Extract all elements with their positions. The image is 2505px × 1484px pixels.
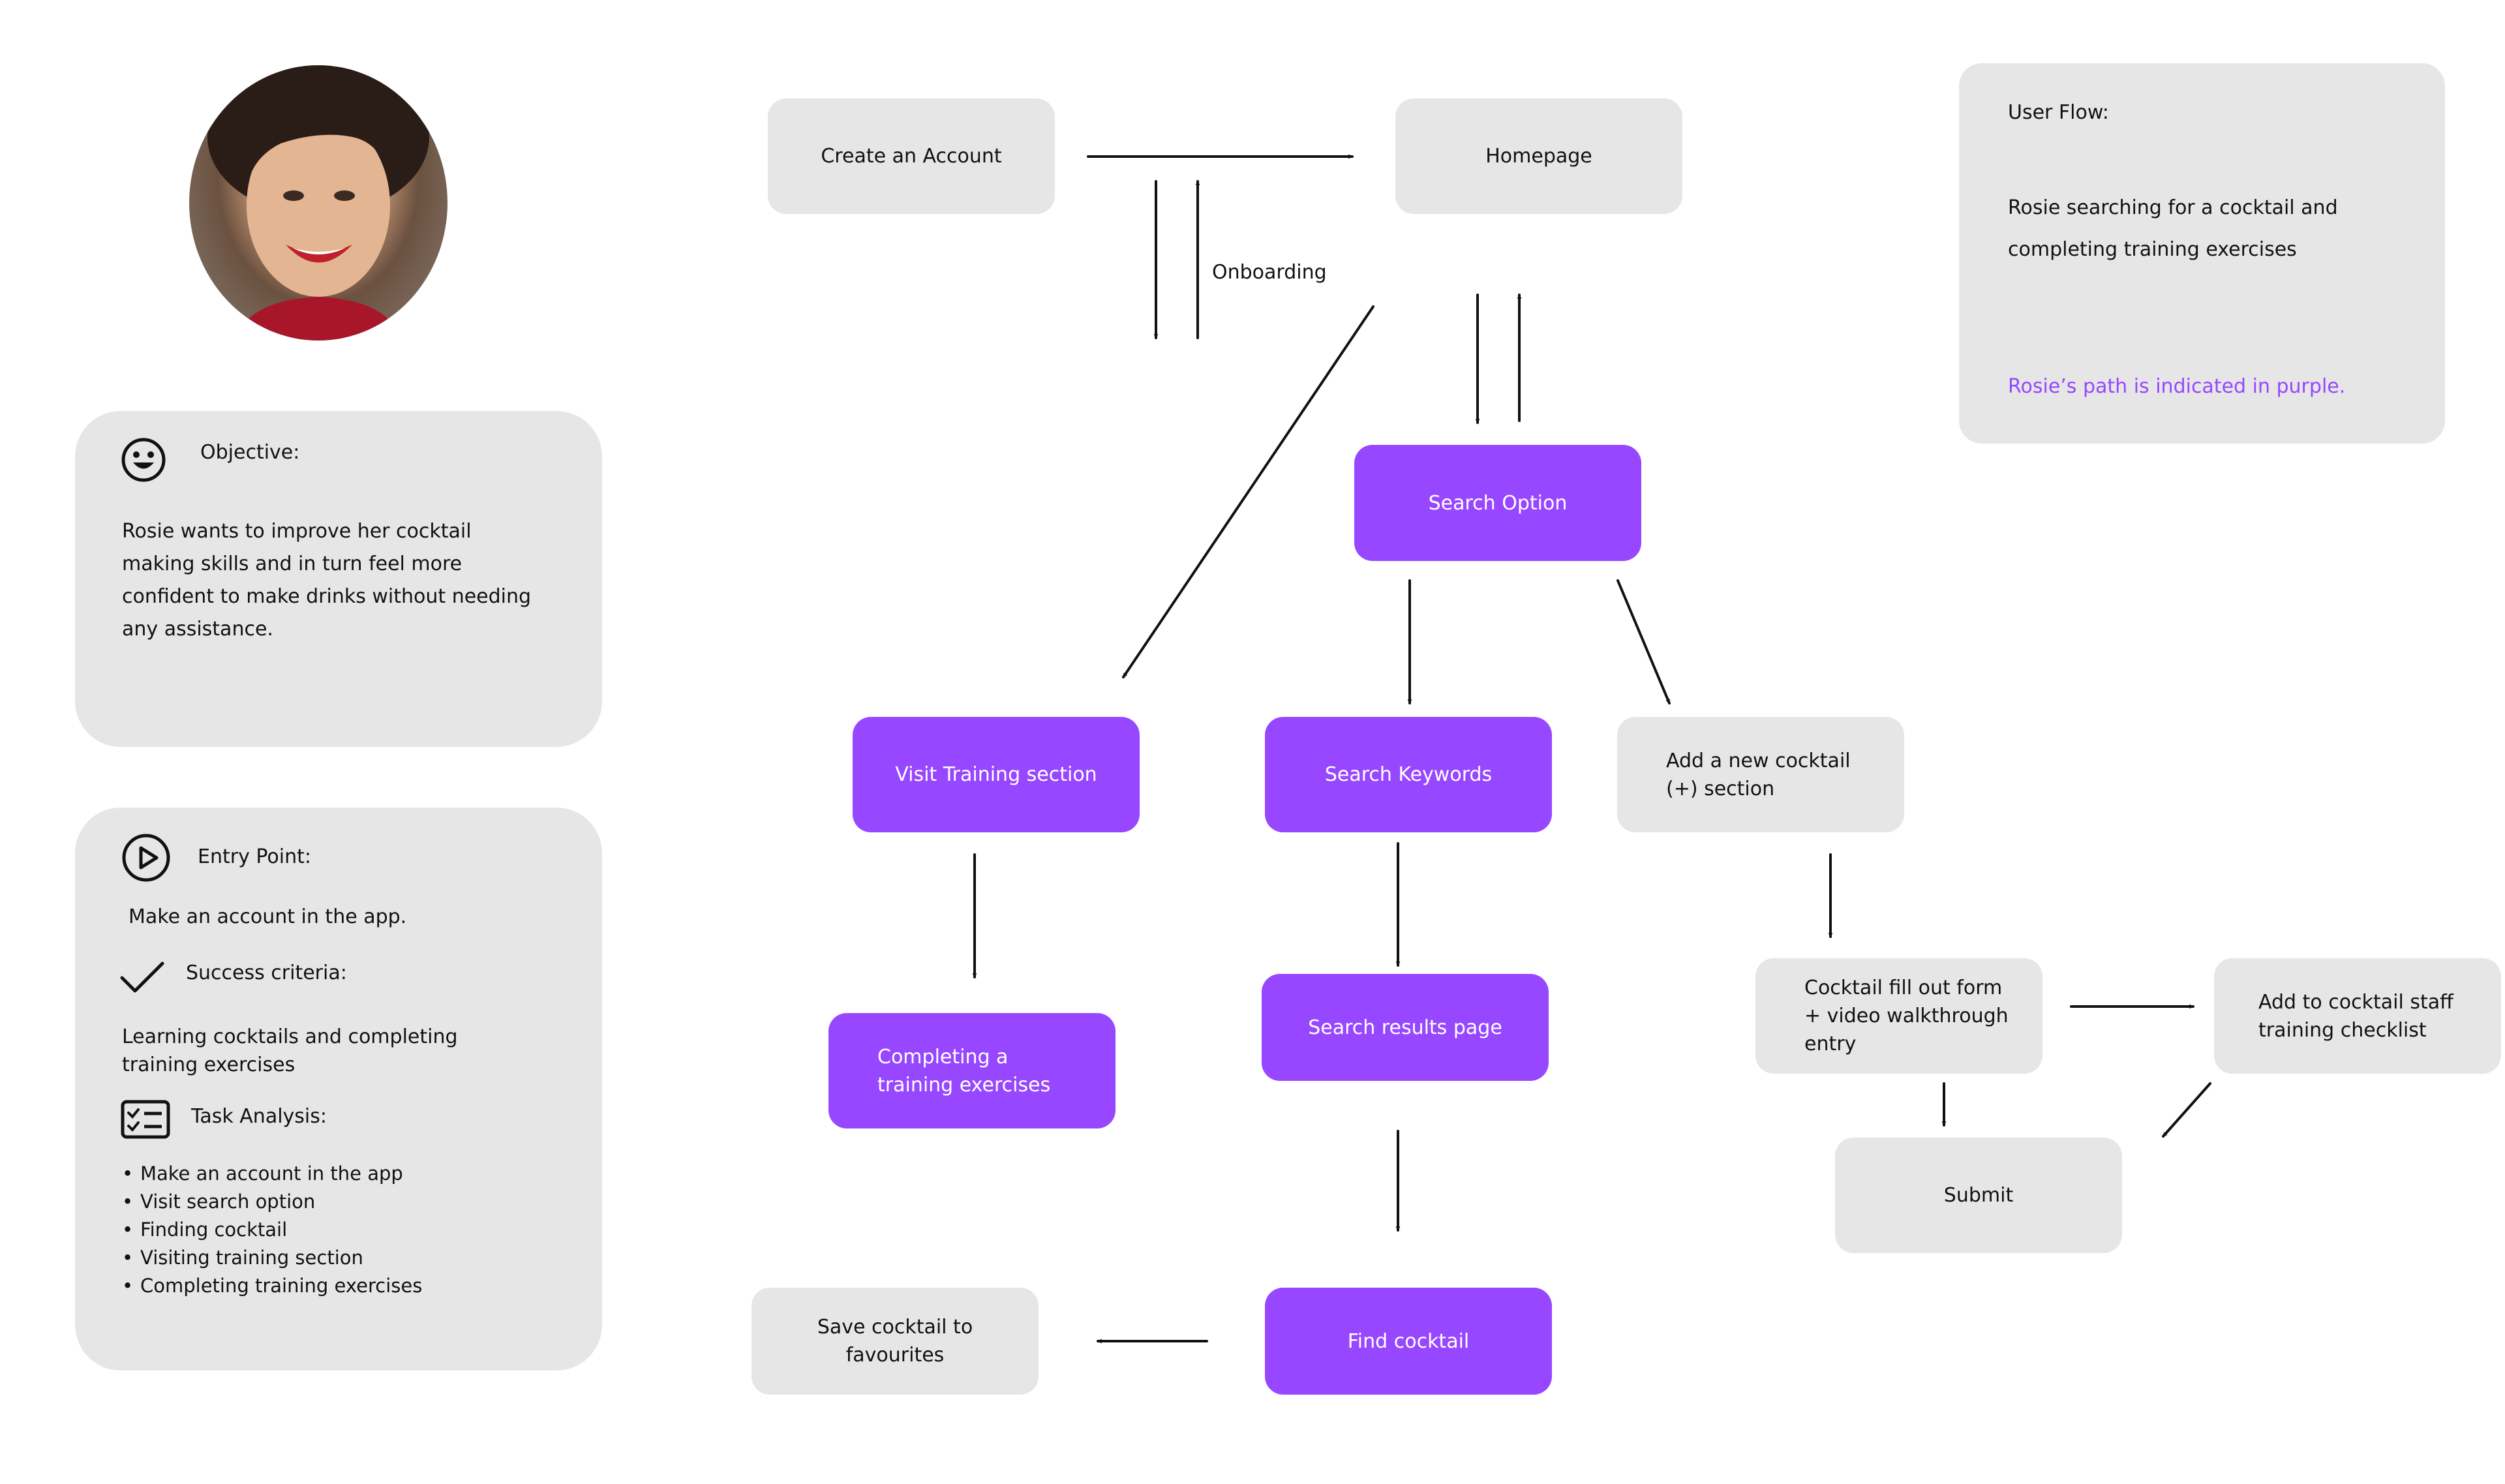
play-circle-icon xyxy=(122,834,170,882)
task-label: Task Analysis: xyxy=(191,1105,327,1128)
node-visit-training[interactable]: Visit Training section xyxy=(853,717,1140,832)
persona-portrait xyxy=(207,65,429,341)
entry-label: Entry Point: xyxy=(198,845,311,868)
node-completing-training[interactable]: Completing a training exercises xyxy=(828,1013,1116,1128)
node-homepage[interactable]: Homepage xyxy=(1395,98,1682,214)
node-create-account[interactable]: Create an Account xyxy=(768,98,1055,214)
user-flow-note: Rosie’s path is indicated in purple. xyxy=(2008,375,2346,398)
node-search-results[interactable]: Search results page xyxy=(1262,974,1549,1081)
node-add-checklist[interactable]: Add to cocktail staff training checklist xyxy=(2214,958,2501,1074)
objective-label: Objective: xyxy=(200,441,300,464)
node-submit[interactable]: Submit xyxy=(1835,1138,2122,1253)
arrow-checklist-to-submit xyxy=(2162,1082,2211,1138)
persona-avatar xyxy=(189,65,448,341)
node-cocktail-form[interactable]: Cocktail fill out form + video walkthrou… xyxy=(1755,958,2042,1074)
task-item: Completing training exercises xyxy=(122,1272,422,1300)
node-add-cocktail[interactable]: Add a new cocktail (+) section xyxy=(1617,717,1904,832)
task-item: Visit search option xyxy=(122,1188,422,1216)
user-flow-title: User Flow: xyxy=(2008,101,2109,124)
onboarding-label: Onboarding xyxy=(1212,261,1327,284)
user-flow-panel: User Flow: Rosie searching for a cocktai… xyxy=(1959,63,2445,444)
node-search-keywords[interactable]: Search Keywords xyxy=(1265,717,1552,832)
node-find-cocktail[interactable]: Find cocktail xyxy=(1265,1288,1552,1395)
task-item: Visiting training section xyxy=(122,1244,422,1272)
node-search-option[interactable]: Search Option xyxy=(1354,445,1641,561)
node-save-favourites[interactable]: Save cocktail to favourites xyxy=(752,1288,1039,1395)
success-text: Learning cocktails and completing traini… xyxy=(122,1025,458,1076)
checkmark-icon xyxy=(120,962,164,993)
entry-text: Make an account in the app. xyxy=(129,905,407,928)
objective-text: Rosie wants to improve her cocktail maki… xyxy=(122,520,532,641)
task-list: Make an account in the app Visit search … xyxy=(122,1160,422,1300)
objective-panel: Objective: Rosie wants to improve her co… xyxy=(75,411,602,747)
arrow-homepage-to-training xyxy=(1122,305,1374,678)
smiley-face-icon xyxy=(121,438,166,482)
user-flow-description: Rosie searching for a cocktail and compl… xyxy=(2008,196,2338,261)
arrow-search-to-add xyxy=(1617,579,1671,704)
task-item: Finding cocktail xyxy=(122,1216,422,1244)
entry-panel: Entry Point: Make an account in the app.… xyxy=(75,808,602,1370)
task-item: Make an account in the app xyxy=(122,1160,422,1188)
checklist-icon xyxy=(121,1100,170,1139)
success-label: Success criteria: xyxy=(186,962,347,984)
